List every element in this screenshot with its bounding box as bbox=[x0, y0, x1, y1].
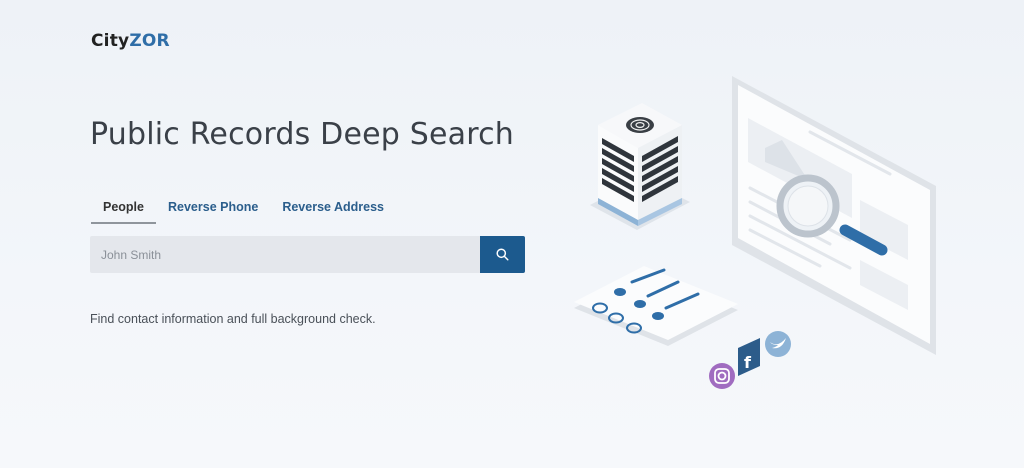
magnifier-icon bbox=[776, 174, 888, 256]
twitter-icon bbox=[765, 331, 791, 357]
server-icon bbox=[590, 103, 690, 230]
tab-reverse-address[interactable]: Reverse Address bbox=[282, 200, 385, 214]
tab-people[interactable]: People bbox=[91, 192, 156, 224]
search-icon bbox=[496, 248, 509, 261]
hero-illustration: f bbox=[574, 76, 936, 389]
hero-description: Find contact information and full backgr… bbox=[90, 312, 376, 326]
search-form bbox=[90, 236, 525, 273]
brand-logo-zor: ZOR bbox=[129, 31, 170, 51]
svg-text:f: f bbox=[744, 353, 752, 372]
search-input[interactable] bbox=[90, 236, 480, 273]
search-type-tabs: People Reverse Phone Reverse Address bbox=[91, 192, 396, 224]
page-title: Public Records Deep Search bbox=[90, 117, 514, 152]
brand-logo[interactable]: CityZOR bbox=[91, 31, 170, 51]
facebook-icon: f bbox=[738, 338, 760, 376]
instagram-icon bbox=[709, 363, 735, 389]
checklist-card-icon bbox=[574, 266, 738, 346]
tab-reverse-phone[interactable]: Reverse Phone bbox=[168, 200, 259, 214]
brand-logo-city: City bbox=[91, 31, 130, 51]
search-button[interactable] bbox=[480, 236, 525, 273]
